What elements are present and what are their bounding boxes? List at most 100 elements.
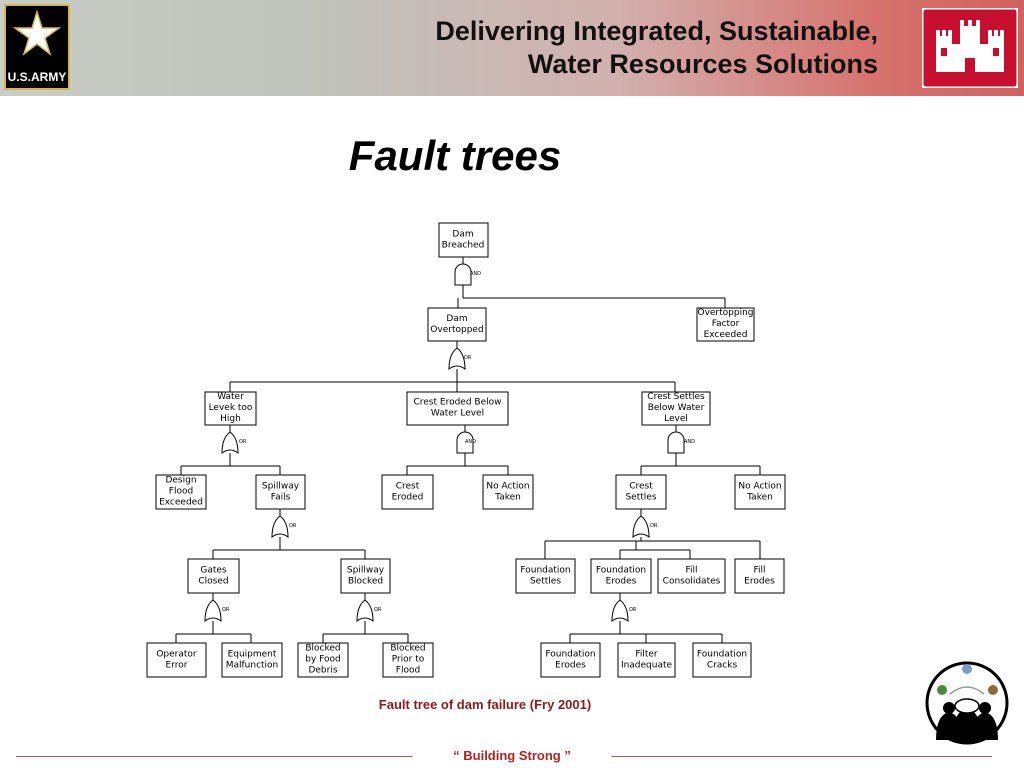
gate-crest-settles-below-label: AND	[684, 439, 695, 445]
footer-rule-left	[16, 756, 412, 757]
banner-title-line1: Delivering Integrated, Sustainable,	[435, 16, 878, 46]
node-dam-breached-line2: Breached	[442, 241, 485, 251]
gate-crest-settles: OR	[632, 515, 658, 538]
node-crest-settles-below-line2: Below Water	[648, 403, 705, 413]
node-foundation-erodes-1-line2: Erodes	[606, 577, 637, 587]
node-operator-error-line2: Error	[166, 661, 188, 671]
node-crest-eroded-below-line2: Water Level	[431, 409, 484, 419]
node-blocked-prior-line2: Prior to	[392, 655, 425, 665]
footer-rule-right	[612, 756, 992, 757]
node-dam-overtopped-line1: Dam	[446, 314, 467, 324]
node-overtopping-factor-line2: Factor	[712, 319, 740, 329]
gate-overtopped: OR	[448, 347, 472, 370]
header-banner: U.S.ARMY Delivering Integrated, Sustaina…	[0, 0, 1024, 96]
node-fill-consolidates-line1: Fill	[685, 566, 697, 576]
army-logo-text: U.S.ARMY	[7, 70, 67, 84]
node-no-action-2-line2: Taken	[746, 493, 773, 503]
node-dam-breached-line1: Dam	[452, 230, 473, 240]
node-water-level-high-line3: High	[220, 414, 241, 424]
gate-water-level: OR	[221, 431, 247, 454]
node-overtopping-factor-line3: Exceeded	[704, 330, 748, 340]
node-filter-inadequate-line2: Inadequate	[621, 661, 673, 671]
usace-castle-logo	[922, 8, 1018, 88]
gate-crest-eroded-below: AND	[456, 431, 476, 454]
node-overtopping-factor-line1: Overtopping	[697, 308, 753, 318]
node-crest-settles-below-line1: Crest Settles	[647, 392, 705, 402]
node-dam-overtopped-line2: Overtopped	[430, 325, 483, 335]
gate-top-label: AND	[470, 271, 481, 277]
army-logo: U.S.ARMY	[4, 4, 70, 90]
node-foundation-erodes-2-line1: Foundation	[545, 650, 595, 660]
gate-top: AND	[454, 263, 481, 286]
figure-caption: Fault tree of dam failure (Fry 2001)	[378, 697, 592, 712]
logic-gates: AND OR OR AND AND OR OR OR	[204, 263, 695, 622]
node-spillway-fails-line2: Fails	[271, 493, 291, 503]
node-crest-eroded-line2: Eroded	[392, 493, 424, 503]
node-fill-erodes-line2: Erodes	[744, 577, 775, 587]
node-spillway-blocked-line1: Spillway	[347, 566, 385, 576]
node-blocked-prior-line1: Blocked	[390, 644, 425, 654]
gate-gates-closed: OR	[204, 599, 230, 622]
node-design-flood-line3: Exceeded	[159, 498, 203, 508]
banner-title-line2: Water Resources Solutions	[527, 49, 878, 79]
node-crest-eroded-line1: Crest	[396, 482, 420, 492]
gate-crest-settles-label: OR	[650, 523, 658, 529]
gate-spillway-blocked: OR	[356, 599, 382, 622]
connector-lines	[175, 257, 761, 643]
node-foundation-settles-line2: Settles	[530, 577, 561, 587]
node-crest-settles-line2: Settles	[625, 493, 656, 503]
gate-foundation-erodes-label: OR	[629, 607, 637, 613]
gate-gates-closed-label: OR	[222, 607, 230, 613]
node-spillway-blocked-line2: Blocked	[348, 577, 383, 587]
node-foundation-erodes-1-line1: Foundation	[596, 566, 646, 576]
node-fill-erodes-line1: Fill	[753, 566, 765, 576]
gate-water-level-label: OR	[239, 439, 247, 445]
node-no-action-1-line1: No Action	[486, 482, 529, 492]
node-no-action-2-line1: No Action	[738, 482, 781, 492]
node-crest-eroded-below-line1: Crest Eroded Below	[413, 398, 501, 408]
node-gates-closed-line1: Gates	[200, 566, 227, 576]
node-fill-consolidates-line2: Consolidates	[663, 577, 721, 587]
node-spillway-fails-line1: Spillway	[262, 482, 300, 492]
node-crest-settles-line1: Crest	[629, 482, 653, 492]
node-gates-closed-line2: Closed	[198, 577, 228, 587]
army-star-icon	[12, 9, 62, 57]
node-water-level-high-line2: Levek too	[209, 403, 253, 413]
banner-title: Delivering Integrated, Sustainable, Wate…	[435, 15, 878, 81]
gate-overtopped-label: OR	[464, 355, 472, 361]
